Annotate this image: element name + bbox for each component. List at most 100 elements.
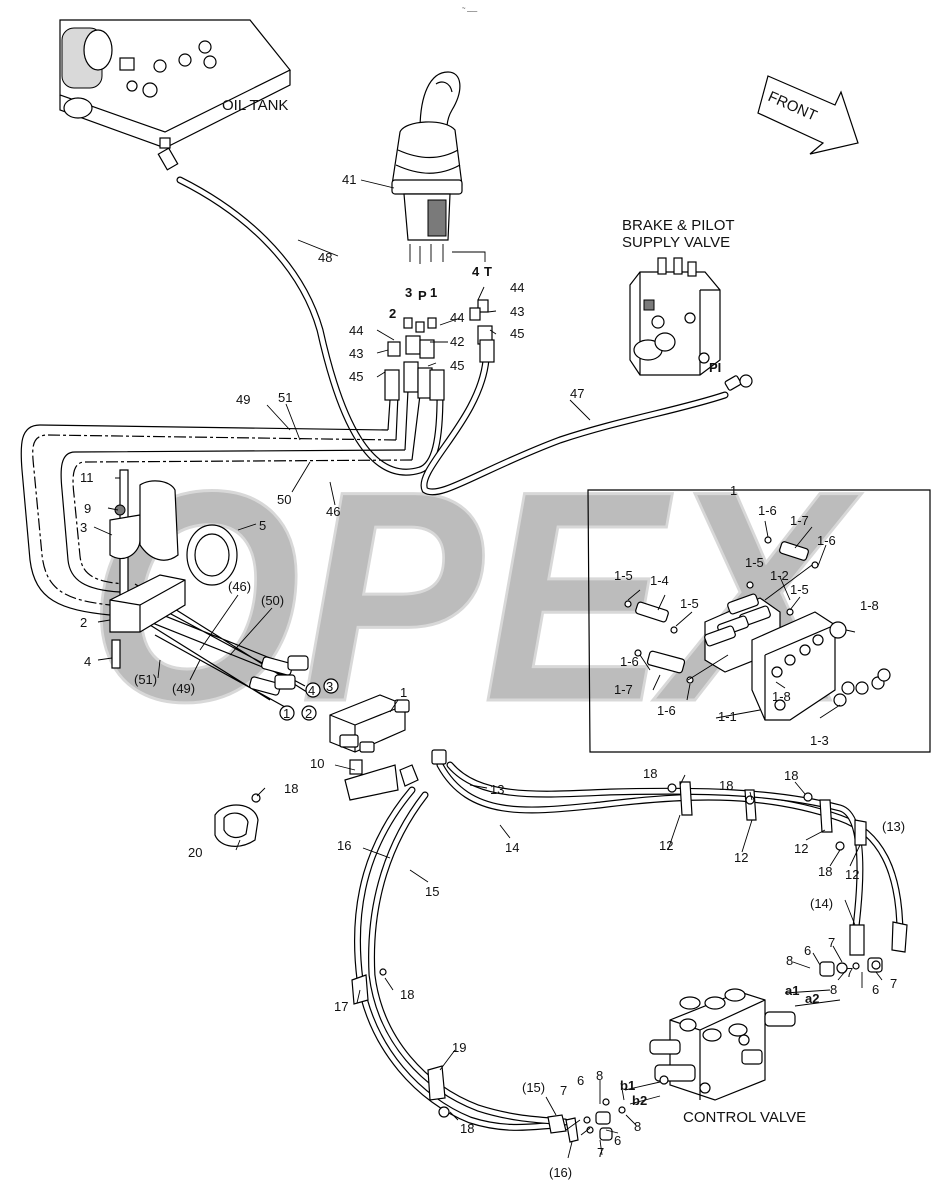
detail-1-6-d: 1-6	[657, 703, 676, 718]
callout-18-right-3: 18	[784, 768, 798, 783]
detail-1-4: 1-4	[650, 573, 669, 588]
callout-16: 16	[337, 838, 351, 853]
callout-44-right: 44	[510, 280, 524, 295]
detail-1-8-b: 1-8	[772, 689, 791, 704]
callout-1-valve: 1	[400, 685, 407, 700]
callout-7-c: 7	[846, 965, 853, 980]
callout-12-a: 12	[659, 838, 673, 853]
port-label-1: 1	[430, 285, 437, 300]
callout-44-mid: 44	[450, 310, 464, 325]
callout-49-paren: (49)	[172, 681, 195, 696]
callout-47: 47	[570, 386, 584, 401]
callout-49: 49	[236, 392, 250, 407]
brake-pilot-supply-valve	[629, 257, 753, 391]
circled-port-numbers: 4 3 1 2	[279, 678, 339, 721]
control-valve-title: CONTROL VALVE	[683, 1109, 806, 1126]
callout-7-d: 7	[560, 1083, 567, 1098]
callout-43-left: 43	[349, 346, 363, 361]
circled-4: 4	[308, 683, 315, 698]
port-label-PI: PI	[709, 360, 721, 375]
callout-15: 15	[425, 884, 439, 899]
callout-8-d: 8	[634, 1119, 641, 1134]
callout-12-c: 12	[794, 841, 808, 856]
callout-12-b: 12	[734, 850, 748, 865]
callout-51-paren: (51)	[134, 672, 157, 687]
detail-1-8-a: 1-8	[860, 598, 879, 613]
callout-7-b: 7	[890, 976, 897, 991]
callout-13: 13	[490, 782, 504, 797]
callout-44-left: 44	[349, 323, 363, 338]
callout-10: 10	[310, 756, 324, 771]
oil-tank	[59, 19, 291, 171]
port-label-3: 3	[405, 285, 412, 300]
callout-6-d: 6	[614, 1133, 621, 1148]
port-label-b1: b1	[620, 1078, 635, 1093]
callout-5: 5	[259, 518, 266, 533]
detail-1-6-c: 1-6	[620, 654, 639, 669]
detail-1-5-a: 1-5	[745, 555, 764, 570]
callout-18-right-4: 18	[818, 864, 832, 879]
detail-1-7-a: 1-7	[790, 513, 809, 528]
detail-1-6-a: 1-6	[758, 503, 777, 518]
callout-18-bottom: 18	[460, 1121, 474, 1136]
callout-9: 9	[84, 501, 91, 516]
detail-1-5-c: 1-5	[614, 568, 633, 583]
detail-1-6-b: 1-6	[817, 533, 836, 548]
port-label-a1: a1	[785, 983, 799, 998]
watermark-text: OPEX	[88, 428, 862, 764]
brake-valve-title-1: BRAKE & PILOT	[622, 217, 735, 234]
callout-7-e: 7	[597, 1145, 604, 1160]
callout-50: 50	[277, 492, 291, 507]
circled-2: 2	[305, 706, 312, 721]
clamp-20	[214, 793, 261, 847]
port-label-b2: b2	[632, 1093, 647, 1108]
callout-18-clamp: 18	[284, 781, 298, 796]
callout-42: 42	[450, 334, 464, 349]
callout-14-paren: (14)	[810, 896, 833, 911]
callout-6-b: 6	[872, 982, 879, 997]
callout-45-left: 45	[349, 369, 363, 384]
detail-1-1: 1-1	[718, 709, 737, 724]
callout-3: 3	[80, 520, 87, 535]
callout-19: 19	[452, 1040, 466, 1055]
callout-20: 20	[188, 845, 202, 860]
callout-46-paren: (46)	[228, 579, 251, 594]
detail-title-1: 1	[730, 483, 737, 498]
callout-6-a: 6	[804, 943, 811, 958]
callout-4: 4	[84, 654, 91, 669]
port-label-4: 4	[472, 264, 480, 279]
callout-46: 46	[326, 504, 340, 519]
callout-18-right-1: 18	[643, 766, 657, 781]
port-label-T: T	[484, 264, 492, 279]
callout-45-mid: 45	[450, 358, 464, 373]
callout-7-a: 7	[828, 935, 835, 950]
callout-45-right: 45	[510, 326, 524, 341]
callout-11: 11	[80, 470, 94, 485]
callout-2: 2	[80, 615, 87, 630]
callout-14: 14	[505, 840, 519, 855]
callout-18-lower: 18	[400, 987, 414, 1002]
joystick-port-fittings	[384, 299, 495, 401]
hose-clamps	[351, 781, 867, 1118]
port-label-P: P	[418, 288, 427, 303]
detail-1-2: 1-2	[770, 568, 789, 583]
control-valve-fittings	[583, 957, 883, 1141]
callout-17: 17	[334, 999, 348, 1014]
callout-43-right: 43	[510, 304, 524, 319]
port-label-a2: a2	[805, 991, 819, 1006]
callout-50-paren: (50)	[261, 593, 284, 608]
callout-16-paren: (16)	[549, 1165, 572, 1180]
callout-8-b: 8	[830, 982, 837, 997]
callout-51: 51	[278, 390, 292, 405]
port-label-2: 2	[389, 306, 396, 321]
detail-1-3: 1-3	[810, 733, 829, 748]
callout-6-c: 6	[577, 1073, 584, 1088]
detail-1-7-b: 1-7	[614, 682, 633, 697]
callout-15-paren: (15)	[522, 1080, 545, 1095]
callout-18-right-2: 18	[719, 778, 733, 793]
detail-box-1	[587, 489, 931, 753]
circled-3: 3	[326, 679, 333, 694]
control-valve	[649, 988, 796, 1101]
